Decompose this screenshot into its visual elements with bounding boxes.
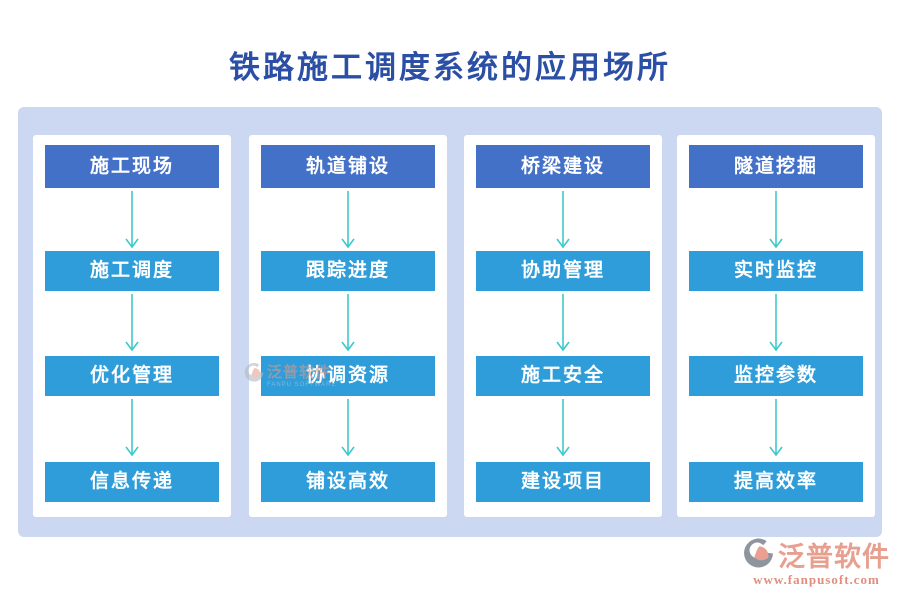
flow-arrow-icon bbox=[768, 399, 784, 457]
flow-box: 信息传递 bbox=[45, 462, 219, 502]
flow-arrow-icon bbox=[124, 399, 140, 457]
flow-box: 协助管理 bbox=[476, 251, 650, 291]
flow-box: 桥梁建设 bbox=[476, 145, 650, 188]
flow-box: 轨道铺设 bbox=[261, 145, 435, 188]
flow-arrow-icon bbox=[340, 294, 356, 352]
flow-box: 建设项目 bbox=[476, 462, 650, 502]
flow-arrow-icon bbox=[340, 191, 356, 249]
footer-brand-url: www.fanpusoft.com bbox=[753, 572, 880, 587]
flow-box: 协调资源 bbox=[261, 356, 435, 396]
column-card-construction-site: 施工现场 施工调度 优化管理 信息传递 bbox=[33, 135, 231, 517]
flow-box: 施工调度 bbox=[45, 251, 219, 291]
flow-box: 施工现场 bbox=[45, 145, 219, 188]
flow-arrow-icon bbox=[340, 399, 356, 457]
page-title: 铁路施工调度系统的应用场所 bbox=[229, 50, 671, 85]
diagram-panel: 施工现场 施工调度 优化管理 信息传递 轨道铺设 跟踪进度 协调资源 铺设高效 … bbox=[18, 107, 882, 537]
flow-arrow-icon bbox=[768, 191, 784, 249]
flow-box: 优化管理 bbox=[45, 356, 219, 396]
flow-arrow-icon bbox=[768, 294, 784, 352]
flow-box: 实时监控 bbox=[689, 251, 863, 291]
flow-arrow-icon bbox=[124, 294, 140, 352]
column-card-tunnel-excavation: 隧道挖掘 实时监控 监控参数 提高效率 bbox=[677, 135, 875, 517]
flow-arrow-icon bbox=[555, 294, 571, 352]
column-card-track-laying: 轨道铺设 跟踪进度 协调资源 铺设高效 bbox=[249, 135, 447, 517]
flow-box: 跟踪进度 bbox=[261, 251, 435, 291]
flow-box: 施工安全 bbox=[476, 356, 650, 396]
flow-arrow-icon bbox=[555, 399, 571, 457]
flow-arrow-icon bbox=[555, 191, 571, 249]
footer-brand-name: 泛普软件 bbox=[778, 542, 890, 572]
flow-box: 隧道挖掘 bbox=[689, 145, 863, 188]
column-card-bridge-construction: 桥梁建设 协助管理 施工安全 建设项目 bbox=[464, 135, 662, 517]
flow-box: 提高效率 bbox=[689, 462, 863, 502]
flow-box: 监控参数 bbox=[689, 356, 863, 396]
flow-arrow-icon bbox=[124, 191, 140, 249]
flow-box: 铺设高效 bbox=[261, 462, 435, 502]
footer-logo: 泛普软件 www.fanpusoft.com bbox=[743, 535, 890, 588]
fanpu-logo-icon bbox=[743, 537, 774, 573]
